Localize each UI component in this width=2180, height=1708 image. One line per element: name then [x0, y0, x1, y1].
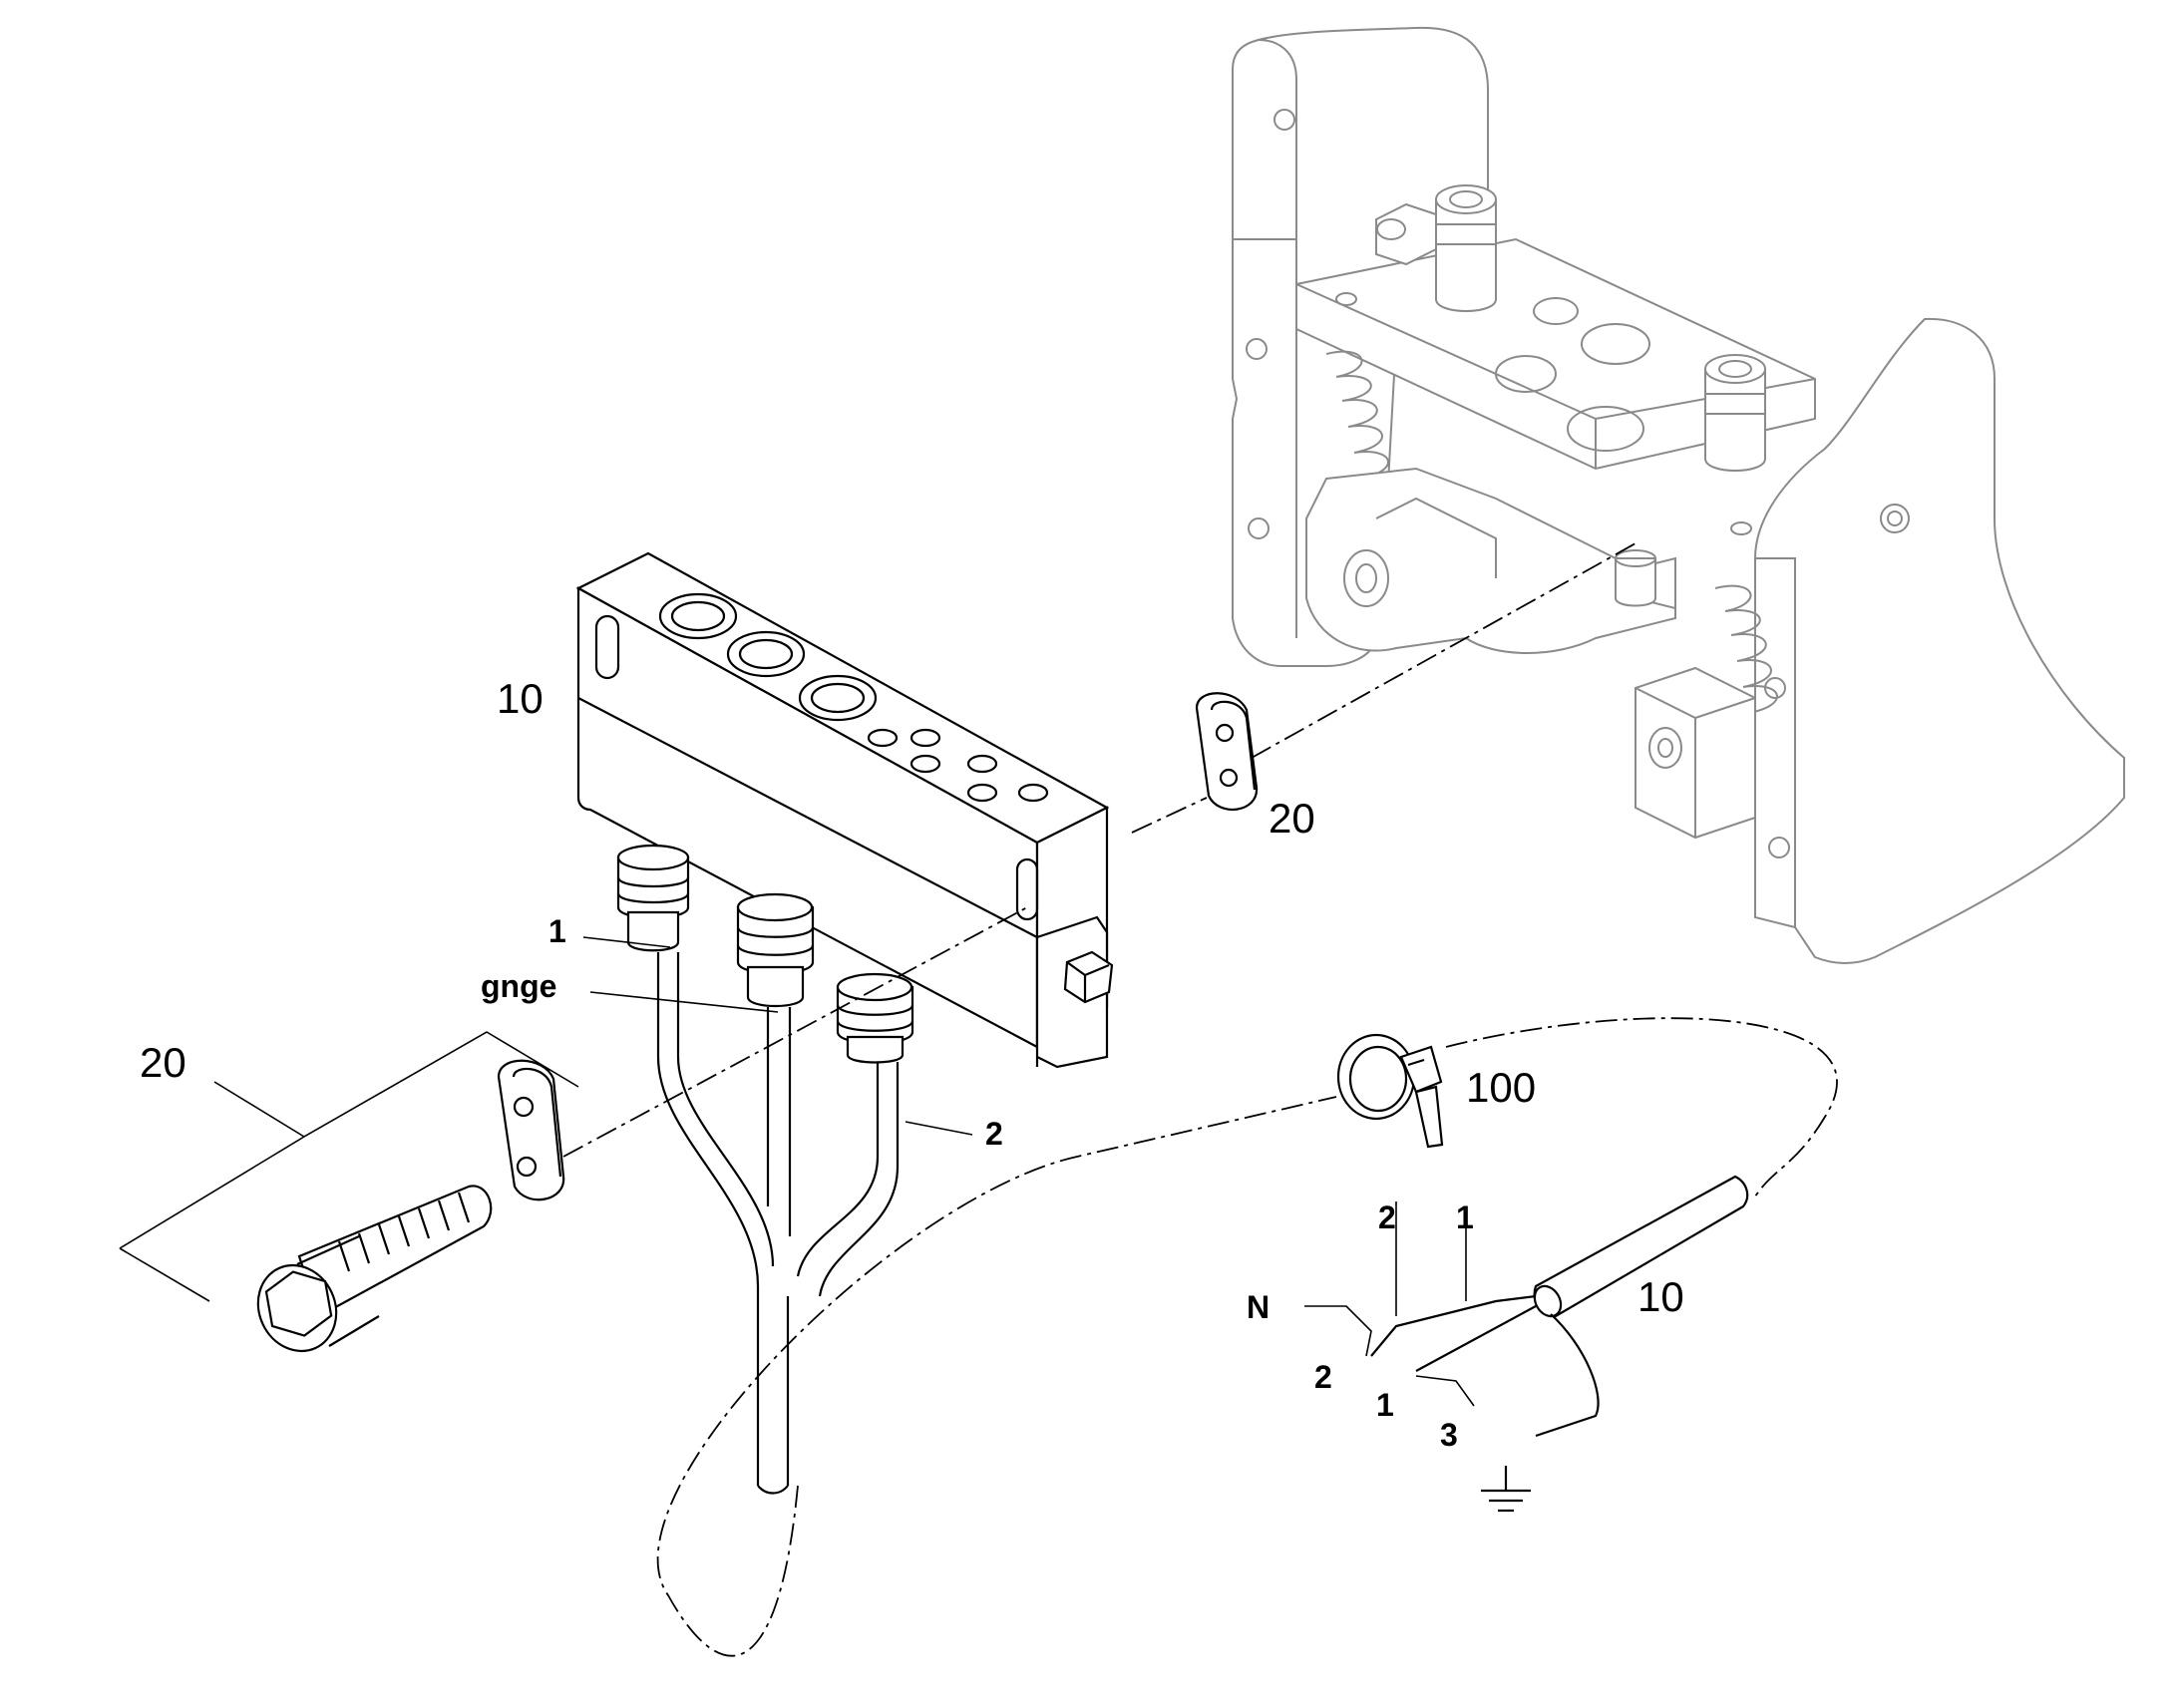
callout-wire-2: 2 [985, 1116, 1003, 1152]
callout-labels: 10 20 20 100 10 1 gnge 2 2 1 N 2 1 3 [140, 675, 1684, 1453]
callout-bracket-left-20: 20 [140, 1039, 186, 1086]
callout-schem-2-bottom: 2 [1314, 1359, 1332, 1395]
cap-screw [256, 1185, 493, 1353]
cable-detail [1304, 1175, 1749, 1438]
gland-1 [616, 844, 690, 952]
ground-symbol-icon [1481, 1466, 1531, 1513]
cable-glands [616, 844, 914, 1064]
callout-wire-gnge: gnge [481, 968, 556, 1004]
spring-right [1714, 584, 1778, 714]
callout-schem-N: N [1247, 1289, 1270, 1325]
mechanism-assembly [1232, 26, 2125, 964]
clamp [1336, 1033, 1444, 1149]
washer-left [497, 1059, 565, 1201]
washer-right [1195, 692, 1259, 811]
callout-wire-1: 1 [548, 913, 566, 949]
spring-left [1325, 350, 1389, 480]
callout-cable-10: 10 [1637, 1273, 1684, 1320]
callout-schem-2-top: 2 [1378, 1199, 1396, 1235]
wire-bundle [656, 952, 900, 1495]
alignment-lines [562, 542, 1838, 1657]
callout-schem-3: 3 [1440, 1417, 1458, 1453]
callout-block-10: 10 [497, 675, 544, 722]
callout-schem-1-bottom: 1 [1376, 1387, 1394, 1423]
gland-2 [736, 892, 815, 1007]
callout-schem-1-top: 1 [1456, 1199, 1474, 1235]
connector-block [575, 551, 1114, 1069]
callout-washer-right-20: 20 [1269, 795, 1315, 842]
callout-clamp-100: 100 [1466, 1064, 1536, 1111]
gland-3 [836, 972, 914, 1064]
leader-lines [119, 936, 973, 1302]
